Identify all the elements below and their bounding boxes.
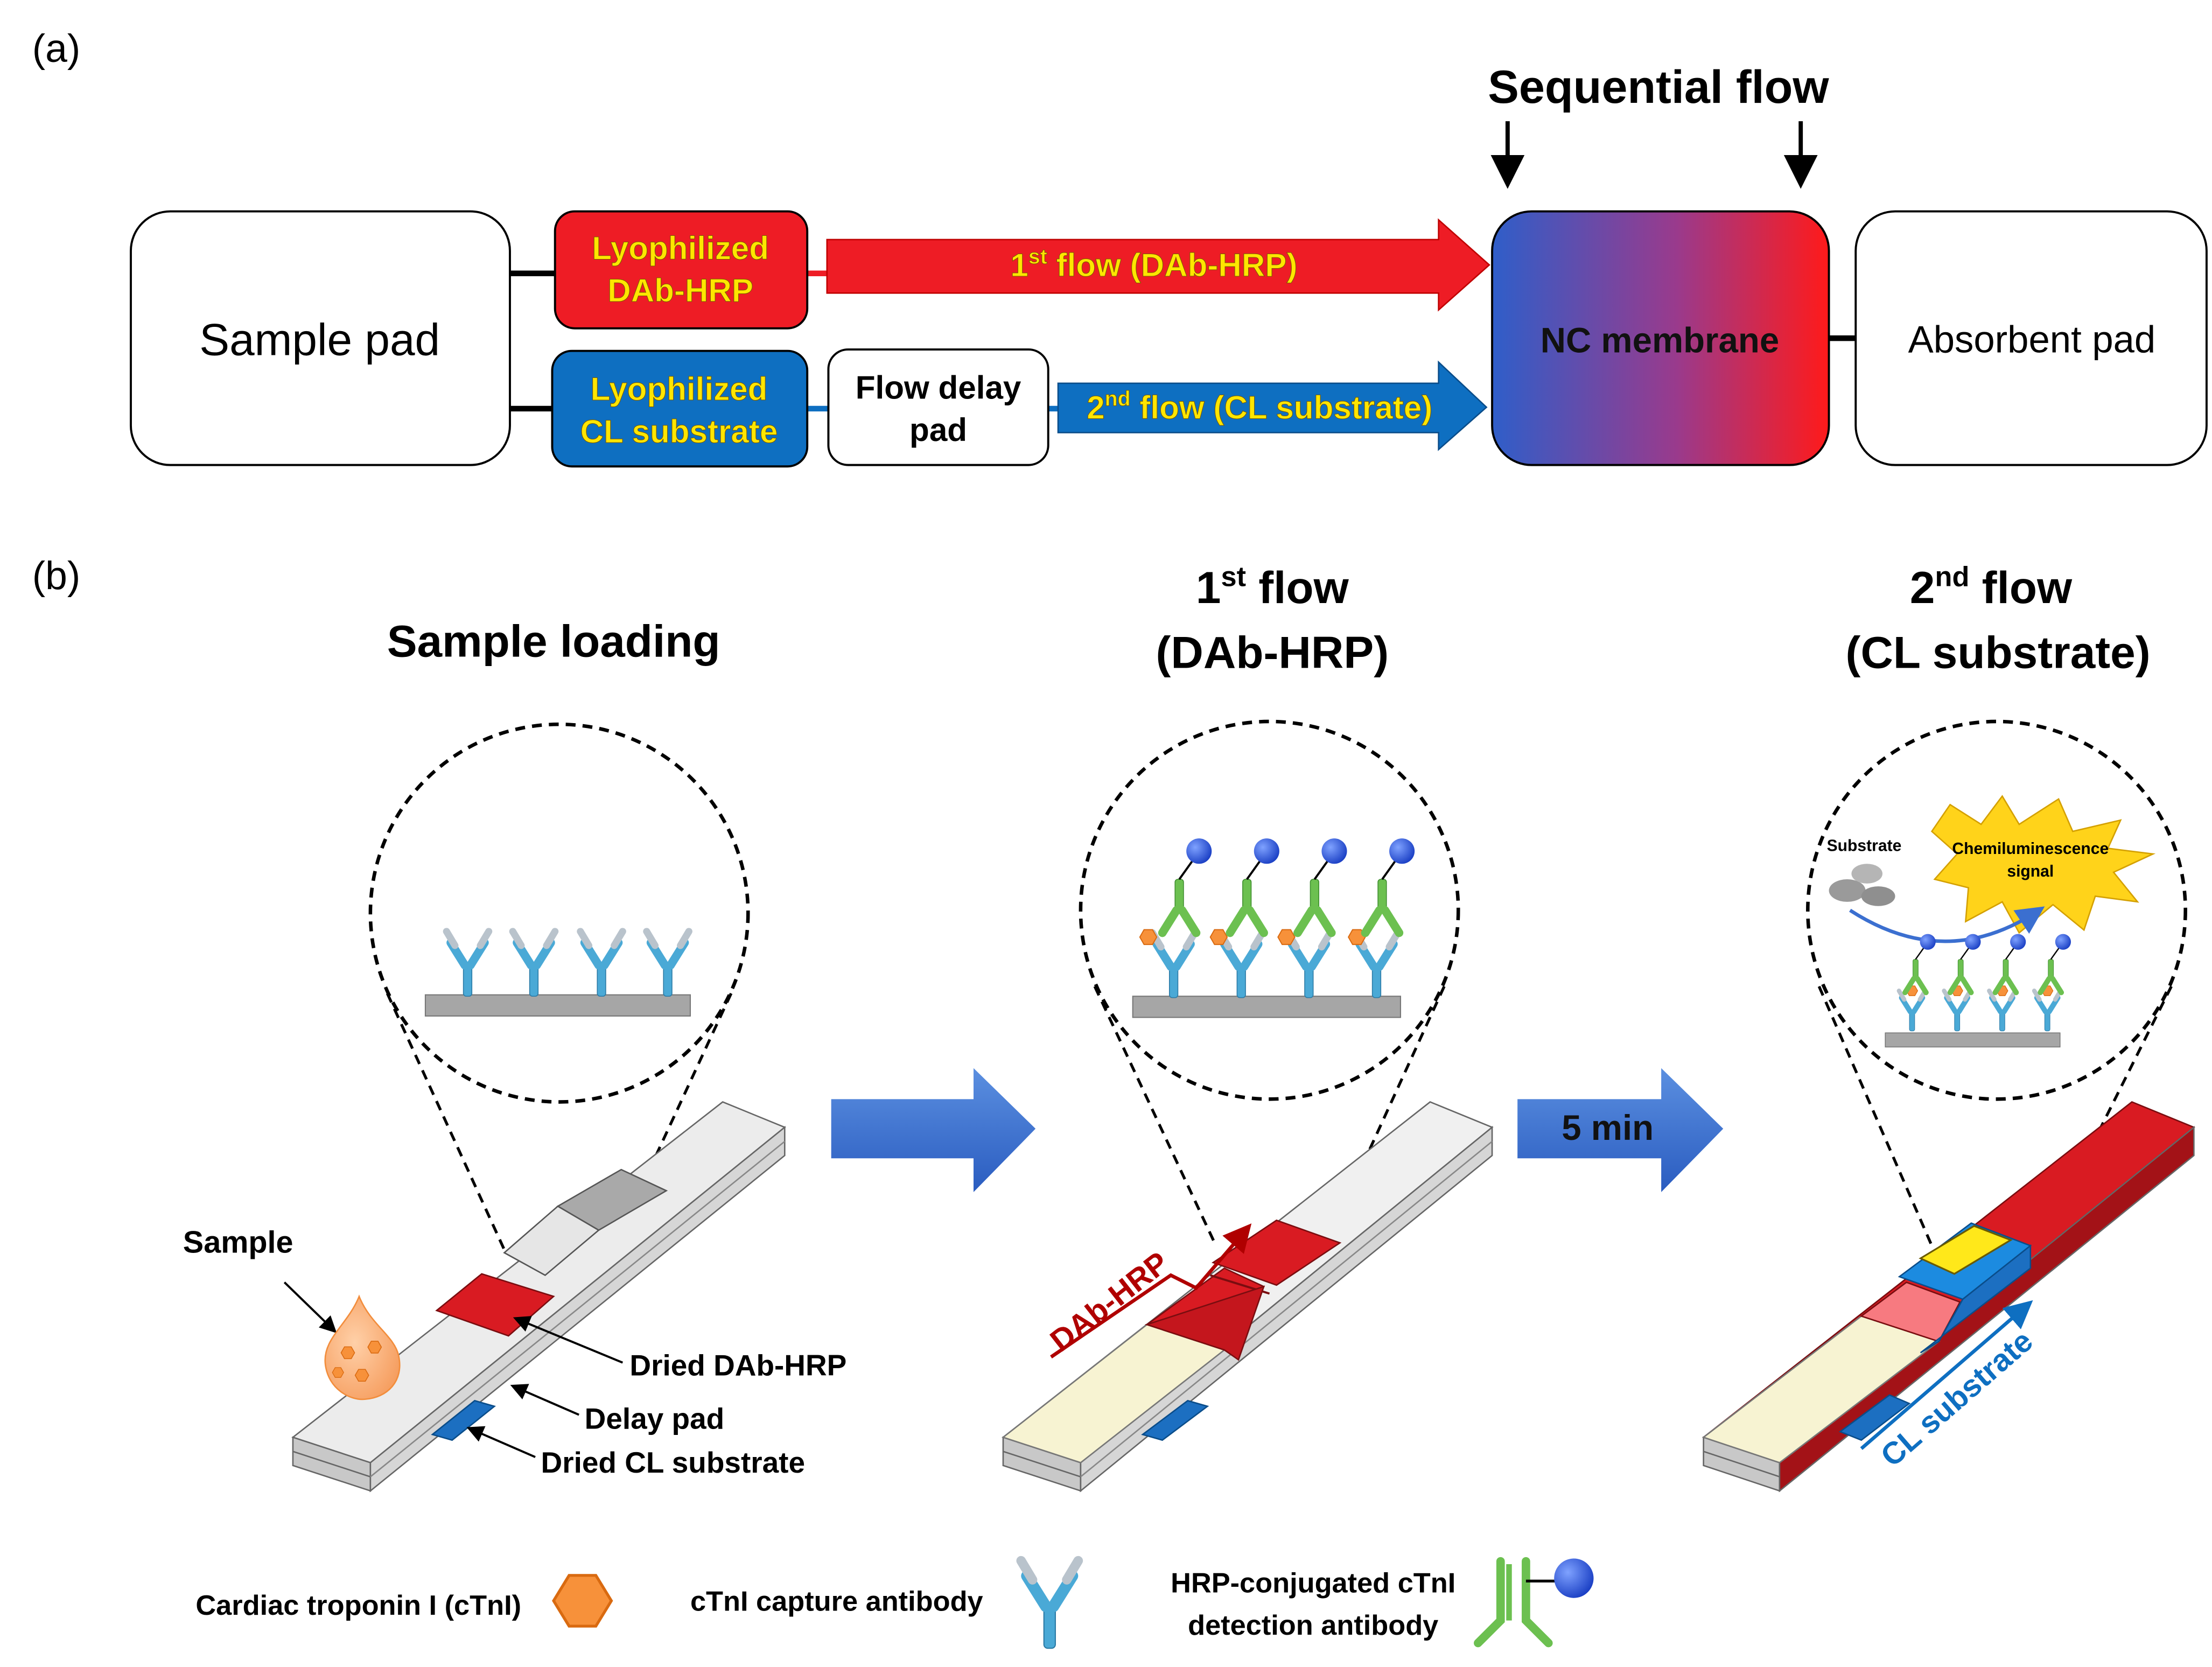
arrow-time-label: 5 min <box>1562 1108 1654 1147</box>
conversion-arrow <box>1849 906 2045 943</box>
step2-title-line2: (DAb-HRP) <box>1156 627 1389 677</box>
step3-title-line2: (CL substrate) <box>1846 627 2151 677</box>
sample-label: Sample <box>183 1225 293 1260</box>
lyophilized-dab-line1: Lyophilized <box>592 230 769 267</box>
absorbent-pad-box <box>1854 210 2208 466</box>
capture-antibody <box>513 931 555 996</box>
nc-membrane-box <box>1491 210 1830 466</box>
step2-title-line1: 1st flow <box>1196 562 1349 613</box>
lyophilized-cl-line1: Lyophilized <box>591 371 768 407</box>
flow-delay-line2: pad <box>909 412 967 448</box>
antibody-complex <box>1944 934 1980 1031</box>
dried-dab-label: Dried DAb-HRP <box>629 1348 846 1382</box>
panel-a-label: (a) <box>32 26 81 71</box>
first-flow-arrow <box>826 218 1490 312</box>
nc-membrane-label: NC membrane <box>1541 320 1779 360</box>
detection-antibody <box>1366 838 1415 933</box>
signal-label-line1: Chemiluminescence <box>1952 840 2109 858</box>
sample-pointer <box>283 1281 337 1333</box>
detection-antibody <box>1163 838 1212 933</box>
capture-antibody <box>1152 933 1195 998</box>
step-arrow-2 <box>1517 1068 1724 1193</box>
zoom-guide-line <box>1817 985 1934 1246</box>
ctni-bound <box>1139 929 1158 945</box>
dried-cl-label: Dried CL substrate <box>541 1446 806 1479</box>
zoom-circle-step1 <box>368 722 750 1104</box>
lyophilized-dab-box <box>554 210 809 330</box>
second-flow-label: 2nd flow (CL substrate) <box>1087 387 1432 426</box>
delay-pad-pointer <box>510 1384 579 1416</box>
antibody-complex <box>2034 934 2071 1031</box>
membrane-bar-step3 <box>1885 1032 2061 1048</box>
legend-detect-line2: detection antibody <box>1188 1610 1438 1641</box>
signal-burst <box>1930 795 2156 934</box>
zoom-guide-line <box>594 992 733 1286</box>
legend-detect-line1: HRP-conjugated cTnI <box>1171 1567 1455 1599</box>
substrate-molecules <box>1829 864 1895 906</box>
detection-antibody <box>1230 838 1279 933</box>
absorbent-pad-label: Absorbent pad <box>1908 318 2156 360</box>
sequential-flow-heading: Sequential flow <box>1488 61 1829 113</box>
step-arrow-1 <box>831 1068 1036 1193</box>
capture-antibody <box>1288 933 1331 998</box>
flow-delay-pad-box <box>827 348 1049 466</box>
dab-flow-arrow <box>1050 1223 1252 1358</box>
sample-pad-label: Sample pad <box>199 314 440 365</box>
capture-antibody <box>1220 933 1263 998</box>
legend-capture-label: cTnI capture antibody <box>690 1586 983 1617</box>
sample-pad-box <box>130 210 511 466</box>
lyophilized-cl-box <box>551 349 809 468</box>
panel-b-label: (b) <box>32 554 81 598</box>
step3-title-line1: 2nd flow <box>1910 562 2073 613</box>
test-strip-step1 <box>291 1101 786 1493</box>
cl-flow-arrow <box>1860 1300 2033 1450</box>
step1-title: Sample loading <box>387 616 720 667</box>
legend-ctni-label: Cardiac troponin I (cTnI) <box>195 1590 521 1621</box>
flow-delay-line1: Flow delay <box>856 370 1021 406</box>
ctni-icon <box>552 1574 613 1628</box>
membrane-bar-step1 <box>424 994 691 1017</box>
capture-antibody-icon <box>1021 1561 1078 1649</box>
lyophilized-cl-line2: CL substrate <box>580 414 778 450</box>
second-flow-arrow <box>1057 360 1488 451</box>
test-strip-step3 <box>1702 1101 2195 1493</box>
dried-dab-pointer <box>513 1316 624 1364</box>
zoom-guide-line <box>1093 985 1217 1246</box>
substrate-label: Substrate <box>1827 837 1902 855</box>
antibody-complex <box>1989 934 2026 1031</box>
ctni-bound <box>1209 929 1228 945</box>
ctni-bound <box>1277 929 1296 945</box>
zoom-circle-step2 <box>1079 719 1460 1101</box>
delay-pad-label: Delay pad <box>585 1402 725 1435</box>
zoom-circle-step3 <box>1806 719 2187 1101</box>
signal-label-line2: signal <box>2007 863 2054 880</box>
test-strip-step2 <box>1002 1101 1494 1493</box>
capture-antibody <box>446 931 489 996</box>
dried-cl-pointer <box>466 1426 536 1458</box>
detection-antibody-icon <box>1474 1557 1594 1648</box>
first-flow-label: 1st flow (DAb-HRP) <box>1010 244 1297 283</box>
capture-antibody <box>580 931 623 996</box>
capture-antibody <box>647 931 689 996</box>
membrane-bar-step2 <box>1132 996 1402 1018</box>
sample-droplet <box>324 1294 401 1400</box>
antibody-complex <box>1899 934 1936 1031</box>
lyophilized-dab-line2: DAb-HRP <box>607 272 753 309</box>
detection-antibody <box>1298 838 1347 933</box>
zoom-guide-line <box>386 992 507 1253</box>
